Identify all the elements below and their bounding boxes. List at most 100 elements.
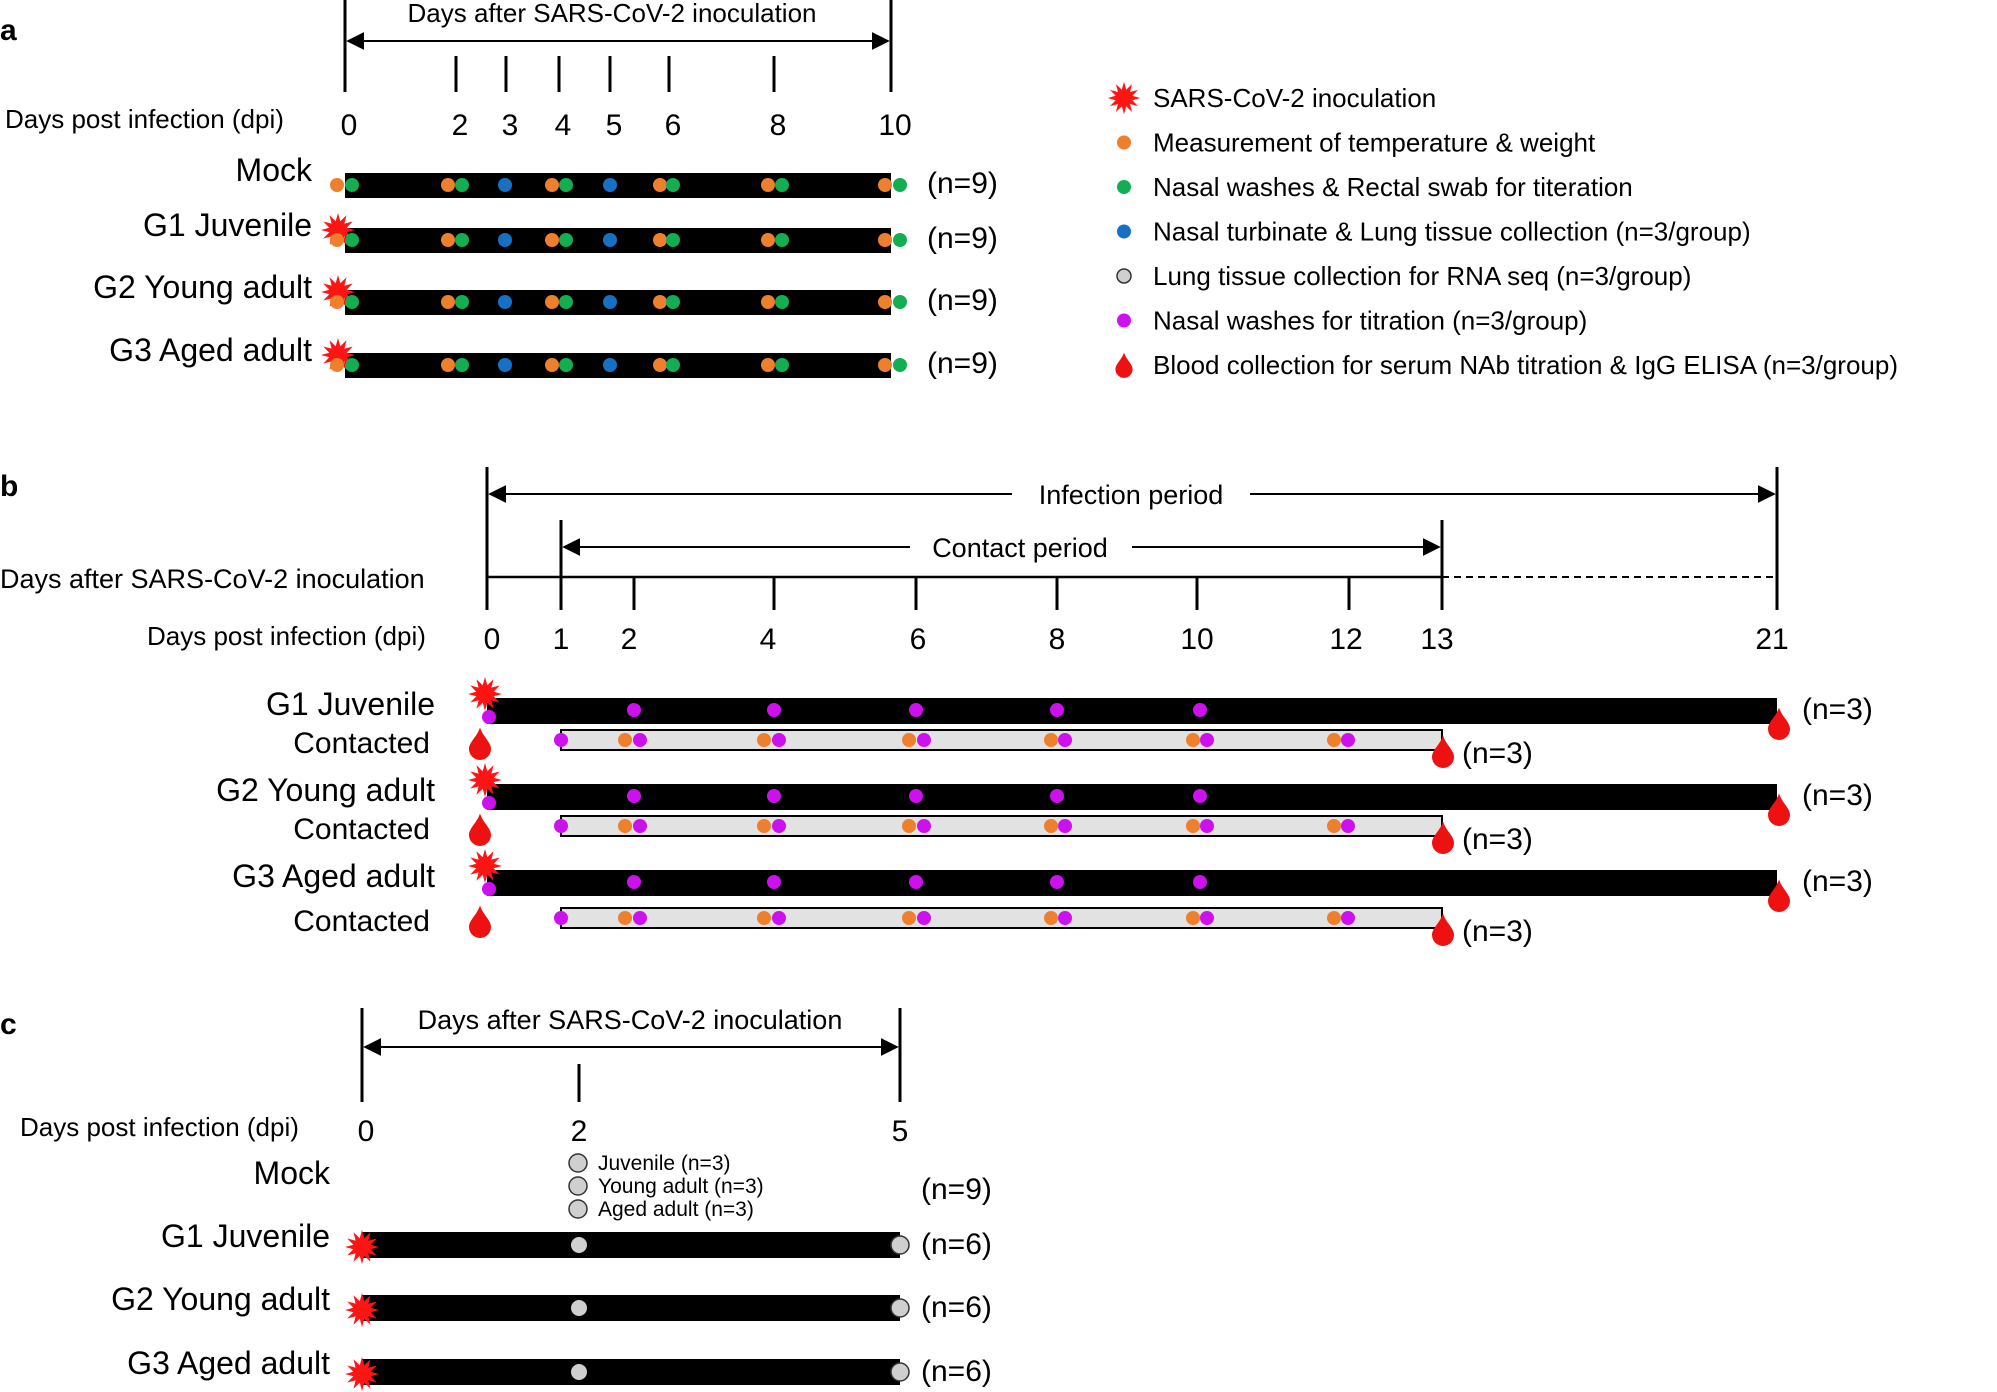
temperature-dot: [653, 358, 667, 372]
tick-label: 0: [341, 109, 358, 142]
nasal-rectal-dot: [775, 358, 789, 372]
legend-label: Measurement of temperature & weight: [1153, 128, 1596, 158]
temperature-dot: [618, 911, 632, 925]
mini-legend-label: Aged adult (n=3): [598, 1198, 754, 1221]
group-block: G2 Young adult(n=3)Contacted(n=3): [216, 763, 1873, 856]
tissue-dot: [603, 178, 617, 192]
tick-label: 8: [770, 109, 787, 142]
tick-label: 12: [1329, 623, 1362, 656]
nasal-titration-dot: [1193, 875, 1207, 889]
legend-item: Nasal turbinate & Lung tissue collection…: [1117, 217, 1751, 247]
group-size: (n=3): [1802, 865, 1873, 898]
group-label: G3 Aged adult: [232, 858, 435, 894]
nasal-titration-dot: [554, 733, 568, 747]
timeline-row: G3 Aged adult(n=6): [127, 1345, 992, 1391]
blood-drop-icon: [1768, 793, 1790, 826]
contact-bar: [560, 815, 1443, 837]
nasal-rectal-dot: [666, 358, 680, 372]
nasal-titration-dot: [909, 875, 923, 889]
temperature-dot: [878, 358, 892, 372]
legend-item: Nasal washes & Rectal swab for titeratio…: [1117, 172, 1633, 202]
mini-legend-item: Juvenile (n=3): [568, 1152, 731, 1175]
contact-group-size: (n=3): [1462, 823, 1533, 856]
temperature-dot: [1044, 911, 1058, 925]
legend-label: SARS-CoV-2 inoculation: [1153, 83, 1436, 113]
temperature-dot: [545, 358, 559, 372]
nasal-rectal-dot: [345, 233, 359, 247]
temperature-dot: [545, 178, 559, 192]
temperature-dot: [902, 733, 916, 747]
timeline-bar: [345, 353, 891, 378]
nasal-titration-dot: [917, 911, 931, 925]
nasal-titration-dot: [909, 789, 923, 803]
group-size: (n=9): [921, 1173, 992, 1206]
tick-label: 0: [484, 623, 501, 656]
tissue-dot: [498, 295, 512, 309]
legend-item: SARS-CoV-2 inoculation: [1107, 81, 1436, 115]
tick-label: 8: [1049, 623, 1066, 656]
temperature-dot: [441, 358, 455, 372]
tick-label: 4: [555, 109, 572, 142]
blue-dot: [1117, 224, 1131, 239]
nasal-titration-dot: [1193, 703, 1207, 717]
row-label: G2 Young adult: [93, 269, 312, 305]
gray-dot: [1116, 268, 1132, 284]
nasal-titration-dot: [482, 796, 496, 810]
timeline-row: G2 Young adult(n=6): [111, 1281, 992, 1327]
nasal-titration-dot: [627, 789, 641, 803]
nasal-titration-dot: [1200, 911, 1214, 925]
nasal-titration-dot: [1341, 819, 1355, 833]
legend-item: Nasal washes for titration (n=3/group): [1117, 306, 1587, 336]
temperature-dot: [441, 295, 455, 309]
panel-c: c Days after SARS-CoV-2 inoculation Days…: [0, 1004, 992, 1391]
temperature-dot: [1044, 733, 1058, 747]
nasal-titration-dot: [1058, 819, 1072, 833]
span-label: Days after SARS-CoV-2 inoculation: [418, 1005, 843, 1035]
contact-label: Contacted: [293, 905, 430, 938]
span-label: Days after SARS-CoV-2 inoculation: [408, 0, 817, 28]
timeline-row: Mock(n=9): [254, 1155, 992, 1206]
nasal-titration-dot: [627, 875, 641, 889]
nasal-titration-dot: [1200, 819, 1214, 833]
temperature-dot: [653, 233, 667, 247]
tissue-dot: [498, 178, 512, 192]
temperature-dot: [878, 178, 892, 192]
contact-bar: [560, 729, 1443, 751]
inoculation-icon: [345, 1293, 379, 1327]
panel-a-letter: a: [0, 14, 17, 47]
dpi-label: Days post infection (dpi): [20, 1112, 299, 1142]
temperature-dot: [330, 295, 344, 309]
nasal-rectal-dot: [455, 233, 469, 247]
panel-b-letter: b: [0, 470, 18, 503]
dpi-label: Days post infection (dpi): [5, 104, 284, 134]
row-label: G1 Juvenile: [143, 207, 312, 243]
inoculation-icon: [321, 275, 355, 309]
row-label: G1 Juvenile: [161, 1218, 330, 1254]
temperature-dot: [545, 233, 559, 247]
contact-label: Contacted: [293, 813, 430, 846]
rna-seq-dot: [890, 1235, 910, 1255]
panel-b: b Infection period Contact period Days a…: [0, 467, 1873, 948]
nasal-titration-dot: [772, 819, 786, 833]
legend-label: Blood collection for serum NAb titration…: [1153, 350, 1898, 380]
nasal-titration-dot: [917, 819, 931, 833]
nasal-titration-dot: [627, 703, 641, 717]
nasal-titration-dot: [767, 789, 781, 803]
contact-period-label: Contact period: [932, 533, 1108, 563]
mini-legend-label: Young adult (n=3): [598, 1175, 764, 1198]
temperature-dot: [1327, 819, 1341, 833]
group-block: G3 Aged adult(n=3)Contacted(n=3): [232, 849, 1873, 948]
legend-label: Nasal turbinate & Lung tissue collection…: [1153, 217, 1751, 247]
group-size: (n=3): [1802, 693, 1873, 726]
temperature-dot: [1186, 819, 1200, 833]
temperature-dot: [653, 295, 667, 309]
blood-drop-icon: [1768, 707, 1790, 740]
rna-seq-dot: [890, 1298, 910, 1318]
temperature-dot: [878, 233, 892, 247]
rna-seq-dot: [571, 1300, 587, 1316]
tick-label: 13: [1420, 623, 1453, 656]
temperature-dot: [441, 178, 455, 192]
nasal-titration-dot: [767, 875, 781, 889]
tick-label: 0: [358, 1115, 375, 1148]
